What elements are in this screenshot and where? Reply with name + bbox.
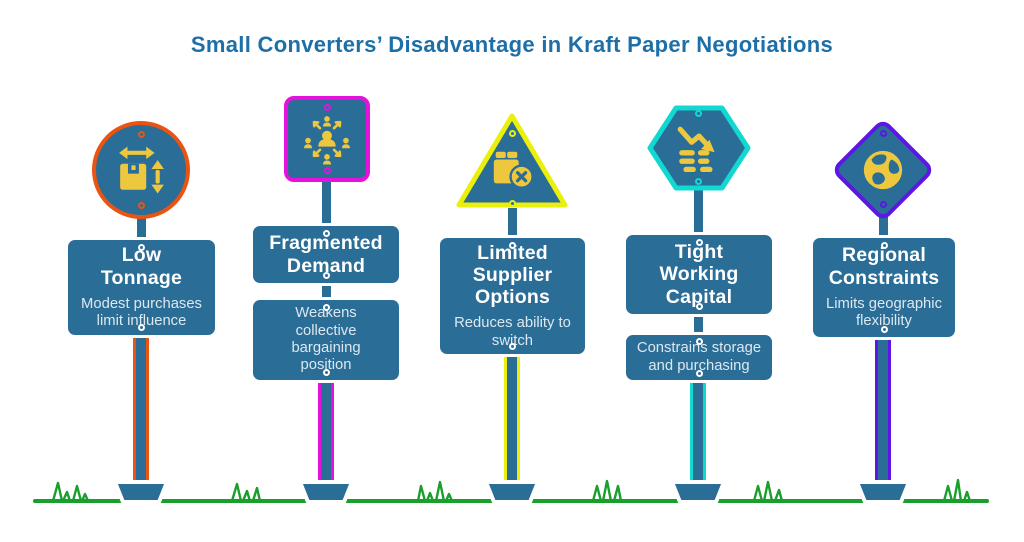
signpost-connector bbox=[504, 208, 520, 238]
signpost-connector bbox=[690, 315, 706, 336]
signpost-connector bbox=[318, 178, 334, 226]
rivet-dot bbox=[322, 304, 330, 311]
package-measure-icon bbox=[119, 146, 164, 194]
rivet-dot bbox=[322, 369, 330, 376]
grass-tuft bbox=[942, 478, 972, 502]
board-description: Weakens collective bargaining position bbox=[291, 305, 361, 374]
sign-board: Fragmented Demand bbox=[250, 223, 402, 286]
declining-finance-icon bbox=[677, 126, 715, 172]
ground-line bbox=[33, 499, 989, 503]
signpost-pole bbox=[504, 355, 520, 482]
signpost-pole bbox=[875, 337, 891, 482]
signpost-pole bbox=[690, 381, 706, 482]
rivet-dot bbox=[695, 303, 703, 310]
page-title: Small Converters’ Disadvantage in Kraft … bbox=[190, 32, 834, 57]
rivet-dot bbox=[509, 242, 516, 249]
rivet-dot bbox=[322, 272, 330, 279]
rivet-dot bbox=[694, 110, 702, 117]
rivet-dot bbox=[323, 167, 331, 174]
sign-board: Regional Constraints Limits geographic f… bbox=[810, 235, 958, 340]
rivet-dot bbox=[879, 130, 887, 137]
rivet-dot bbox=[694, 178, 702, 185]
signpost-connector bbox=[318, 283, 334, 301]
board-description: Constrains storage and purchasing bbox=[636, 340, 762, 374]
sign-board: Weakens collective bargaining position bbox=[250, 297, 402, 383]
sign-board: Low Tonnage Modest purchases limit influ… bbox=[65, 237, 218, 338]
scattered-group-icon bbox=[304, 116, 350, 165]
rivet-dot bbox=[137, 202, 145, 209]
rivet-dot bbox=[880, 326, 888, 333]
diamond-sign-shape bbox=[830, 117, 936, 223]
rivet-dot bbox=[509, 343, 516, 350]
rivet-dot bbox=[137, 131, 145, 138]
signpost-pole bbox=[318, 380, 334, 482]
rivet-dot bbox=[323, 104, 331, 111]
signpost-connector bbox=[690, 188, 706, 235]
board-title: Fragmented Demand bbox=[269, 232, 383, 277]
board-description: Limits geographic flexibility bbox=[826, 295, 942, 330]
rivet-dot bbox=[322, 230, 330, 237]
grass-tuft bbox=[230, 482, 262, 502]
board-description: Modest purchases limit influence bbox=[81, 295, 202, 330]
board-title: Regional Constraints bbox=[828, 244, 940, 289]
rivet-dot bbox=[138, 244, 145, 251]
rivet-dot bbox=[508, 200, 516, 207]
square-sign-shape bbox=[284, 96, 370, 182]
grass-tuft bbox=[51, 481, 90, 502]
rivet-dot bbox=[879, 201, 887, 208]
globe-icon bbox=[863, 150, 903, 190]
rivet-dot bbox=[138, 324, 145, 331]
board-description: Reduces ability to switch bbox=[454, 315, 571, 349]
rivet-dot bbox=[695, 239, 703, 246]
hexagon-sign-shape bbox=[647, 105, 751, 191]
board-title: Tight Working Capital bbox=[659, 241, 739, 308]
triangle-sign-shape bbox=[456, 113, 568, 208]
sign-board: Constrains storage and purchasing bbox=[623, 332, 775, 383]
rivet-dot bbox=[880, 242, 888, 249]
grass-tuft bbox=[752, 480, 784, 502]
signpost-connector bbox=[133, 216, 149, 240]
rivet-dot bbox=[508, 130, 516, 137]
circle-sign-shape bbox=[92, 121, 190, 219]
board-title: Low Tonnage bbox=[100, 244, 183, 289]
sign-board: Limited Supplier Options Reduces ability… bbox=[437, 235, 588, 357]
grass-tuft bbox=[591, 479, 623, 502]
box-cancel-icon bbox=[493, 151, 534, 189]
sign-board: Tight Working Capital bbox=[623, 232, 775, 317]
rivet-dot bbox=[695, 338, 703, 345]
grass-tuft bbox=[416, 480, 454, 502]
signpost-connector bbox=[875, 216, 891, 238]
board-title: Limited Supplier Options bbox=[472, 241, 553, 309]
rivet-dot bbox=[695, 370, 703, 377]
signpost-pole bbox=[133, 336, 149, 482]
